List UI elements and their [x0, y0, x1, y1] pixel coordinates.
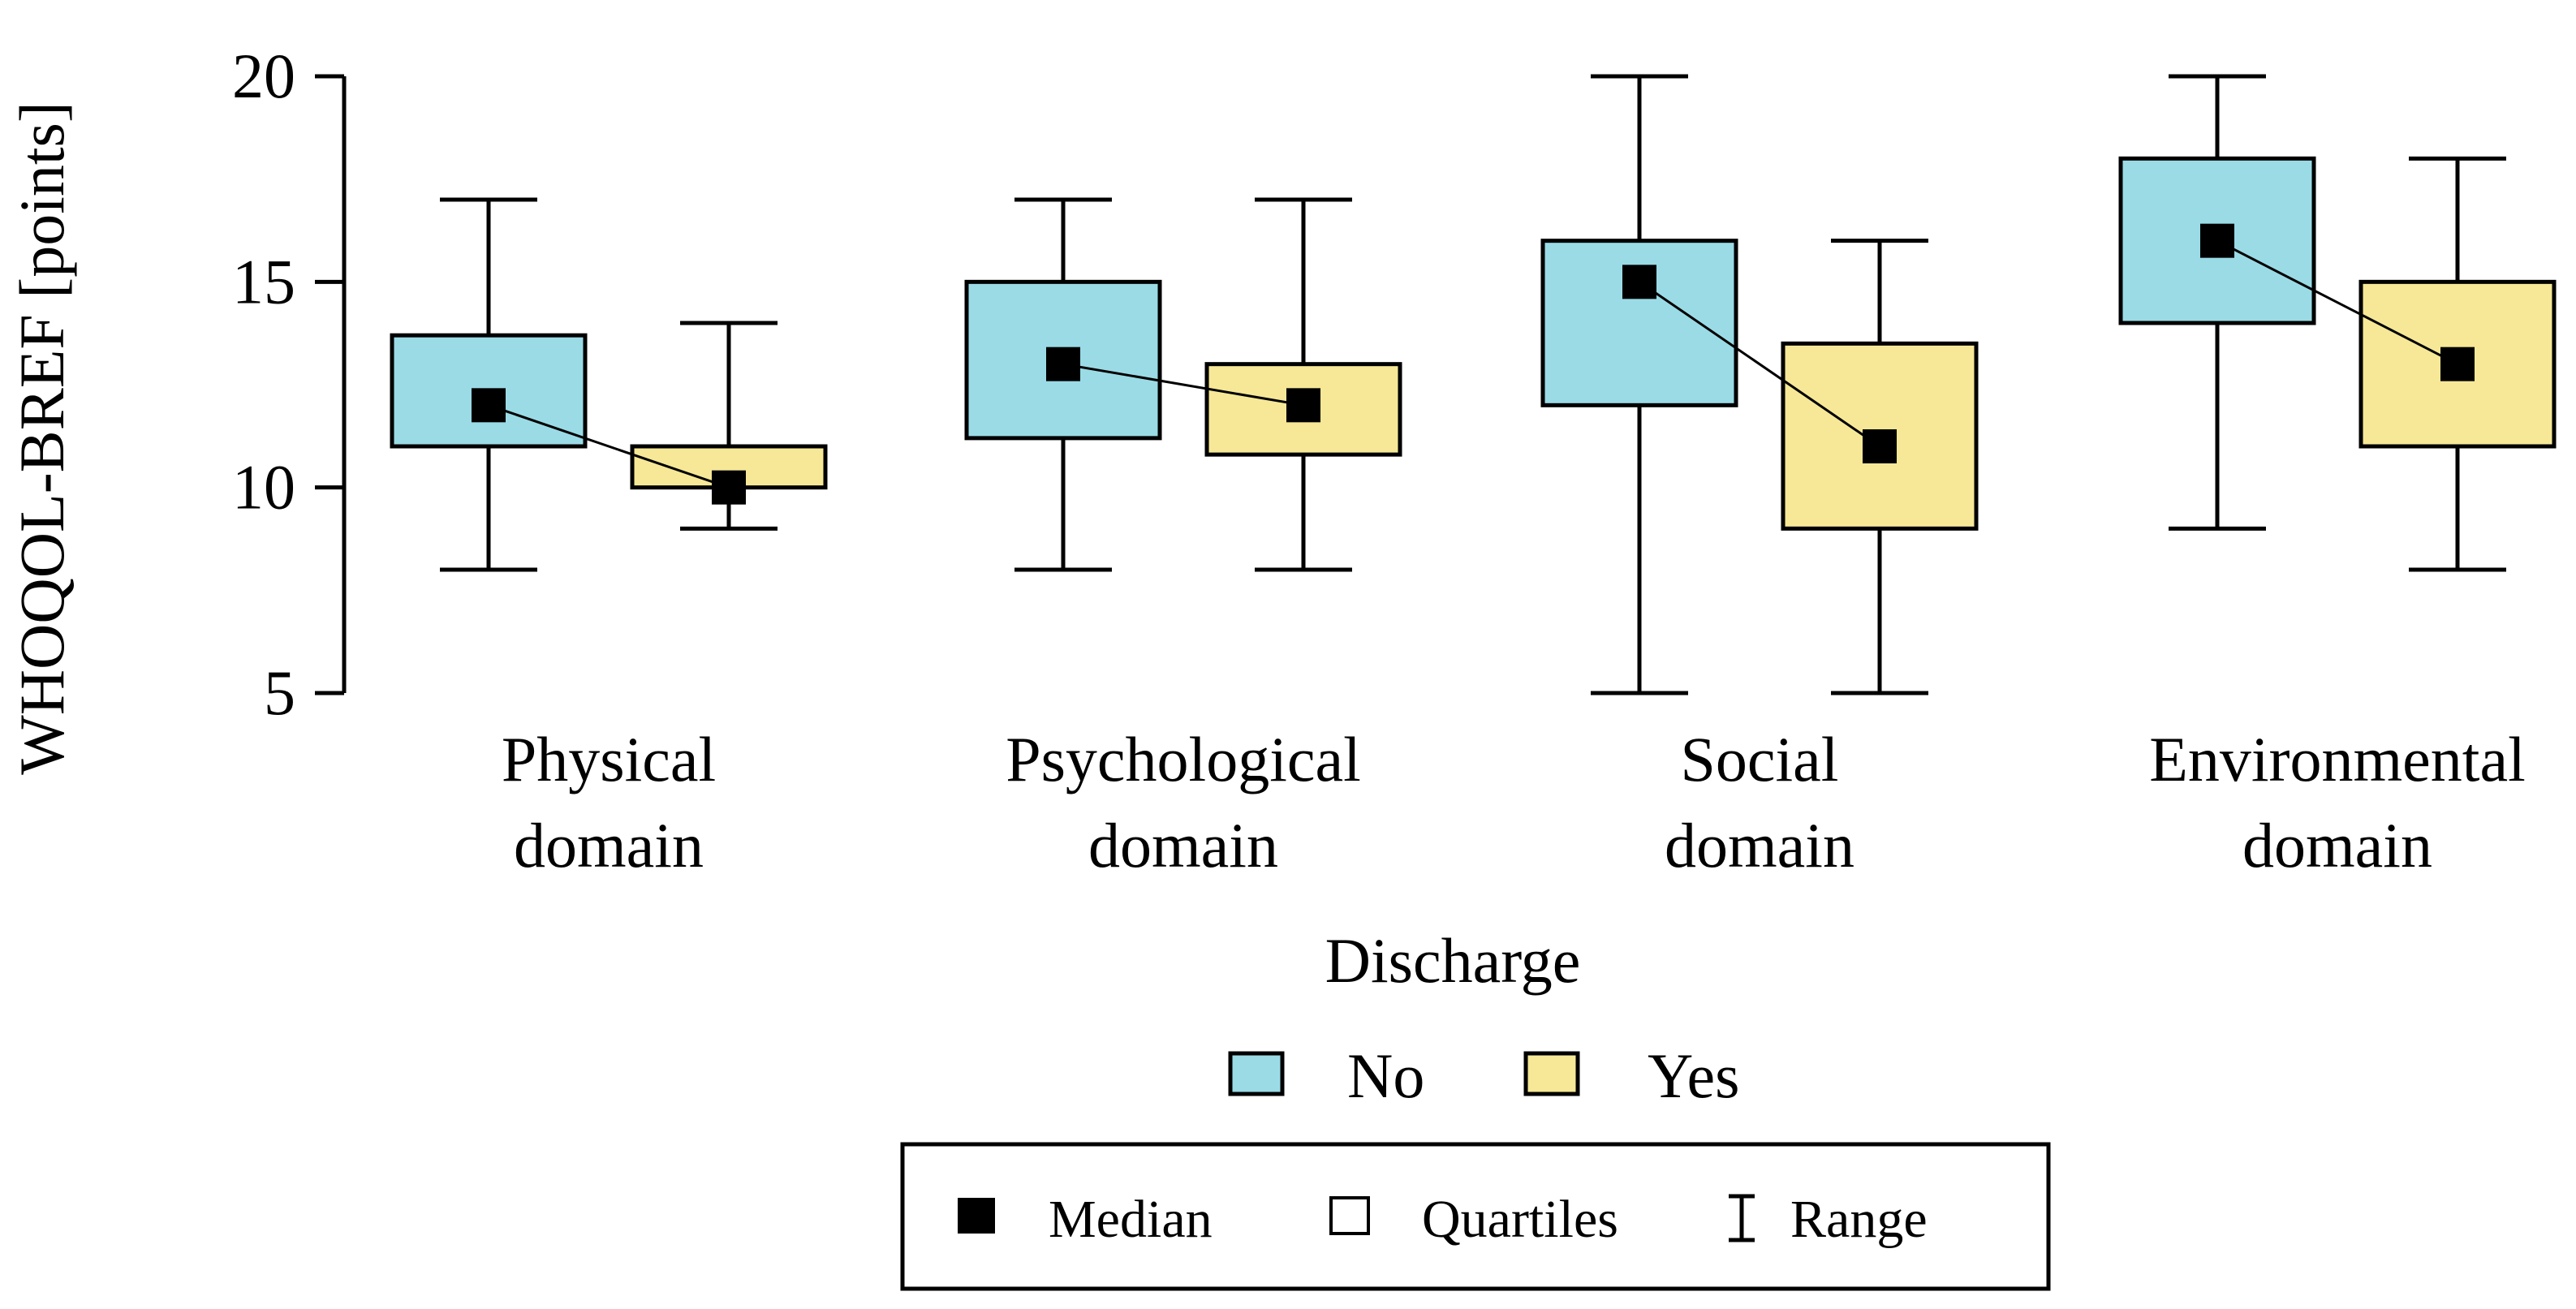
median-marker-yes	[1286, 388, 1320, 423]
median-marker-yes	[2440, 347, 2475, 381]
median-connector	[1639, 281, 1880, 448]
median-marker-no	[1622, 265, 1656, 299]
legend-swatch-no	[1228, 1051, 1285, 1096]
key-quartiles-label: Quartiles	[1422, 1190, 1618, 1249]
median-marker-no	[472, 388, 506, 423]
legend: No Yes	[1228, 1040, 1740, 1111]
legend-swatch-yes	[1523, 1051, 1580, 1096]
y-tick-label: 10	[232, 452, 295, 523]
y-axis-title: WHOQOL-BREF [points]	[6, 101, 77, 775]
category-label: domain	[1665, 810, 1854, 881]
category-label: domain	[1088, 810, 1278, 881]
key-median-label: Median	[1049, 1190, 1213, 1249]
y-tick-label: 5	[264, 657, 295, 728]
median-marker-yes	[1863, 429, 1897, 463]
category-label: Social	[1681, 724, 1839, 794]
median-marker-no	[2200, 223, 2234, 258]
legend-title: Discharge	[1325, 925, 1581, 996]
category-label: Psychological	[1006, 724, 1361, 794]
y-tick-label: 20	[232, 41, 295, 111]
key-median-marker	[958, 1198, 995, 1234]
key-frame	[900, 1142, 2051, 1291]
legend-label-no: No	[1347, 1040, 1424, 1111]
median-marker-no	[1046, 347, 1080, 381]
category-label: domain	[2242, 810, 2432, 881]
category-label: domain	[514, 810, 704, 881]
y-tick-label: 15	[232, 246, 295, 316]
category-label: Physical	[502, 724, 716, 794]
key-range-label: Range	[1790, 1190, 1928, 1249]
key-range-marker	[1729, 1194, 1755, 1242]
key-quartiles-marker	[1329, 1196, 1370, 1235]
median-marker-yes	[712, 470, 746, 505]
median-connector	[2216, 239, 2458, 366]
median-connector	[1062, 363, 1304, 407]
key-box: Median Quartiles Range	[900, 1142, 2051, 1291]
category-label: Environmental	[2149, 724, 2526, 794]
median-connector	[488, 403, 730, 489]
legend-label-yes: Yes	[1648, 1040, 1740, 1111]
